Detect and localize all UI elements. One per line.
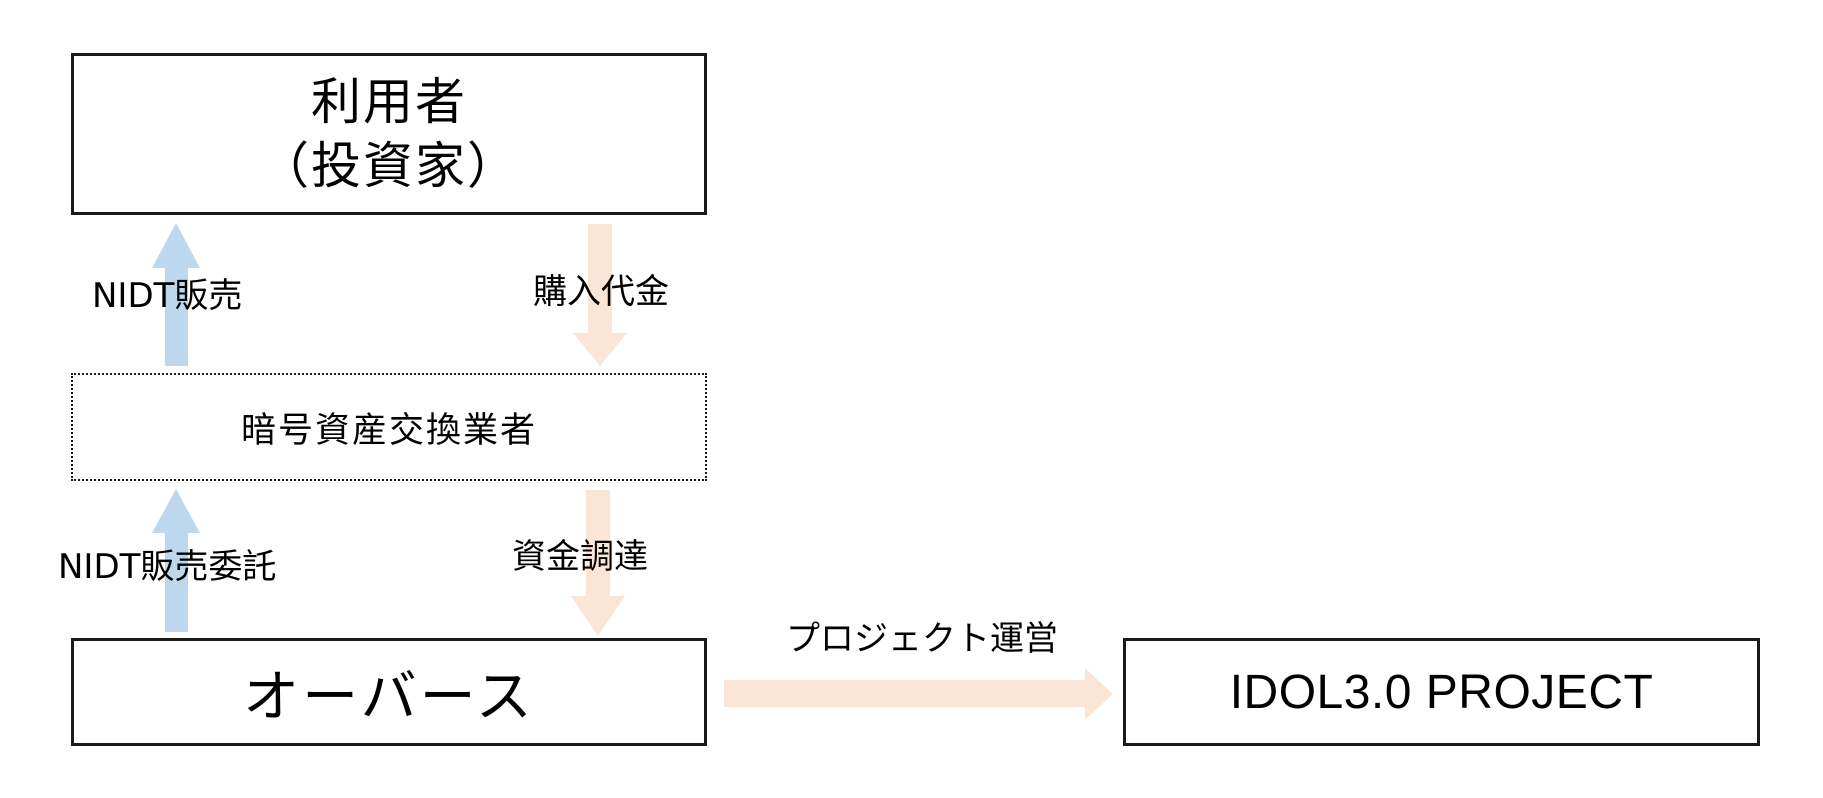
arrow-purchase-payment: [573, 224, 627, 366]
node-project-label: IDOL3.0 PROJECT: [1229, 665, 1654, 719]
edge-label-project-operation: プロジェクト運営: [786, 619, 1058, 659]
node-investor-line2: （投資家）: [259, 137, 519, 195]
arrow-nidt-sale: [152, 223, 200, 366]
arrow-project-operation: [724, 668, 1113, 720]
node-exchange: 暗号資産交換業者: [71, 373, 707, 481]
node-overse-label: オーバース: [243, 664, 535, 730]
node-investor-line1: 利用者: [311, 73, 467, 131]
edge-label-funding: 資金調達: [512, 537, 648, 577]
arrow-funding: [571, 490, 625, 636]
node-exchange-label: 暗号資産交換業者: [240, 410, 537, 451]
edge-label-nidt-consign: NIDT販売委託: [58, 547, 277, 587]
node-overse: オーバース: [71, 638, 707, 746]
edge-label-nidt-sale: NIDT販売: [92, 276, 243, 316]
node-investor-text: 利用者 （投資家）: [259, 70, 519, 198]
node-investor: 利用者 （投資家）: [71, 53, 707, 215]
edge-label-purchase-payment: 購入代金: [533, 272, 669, 312]
arrow-nidt-consign: [152, 489, 200, 632]
node-project: IDOL3.0 PROJECT: [1123, 638, 1760, 746]
